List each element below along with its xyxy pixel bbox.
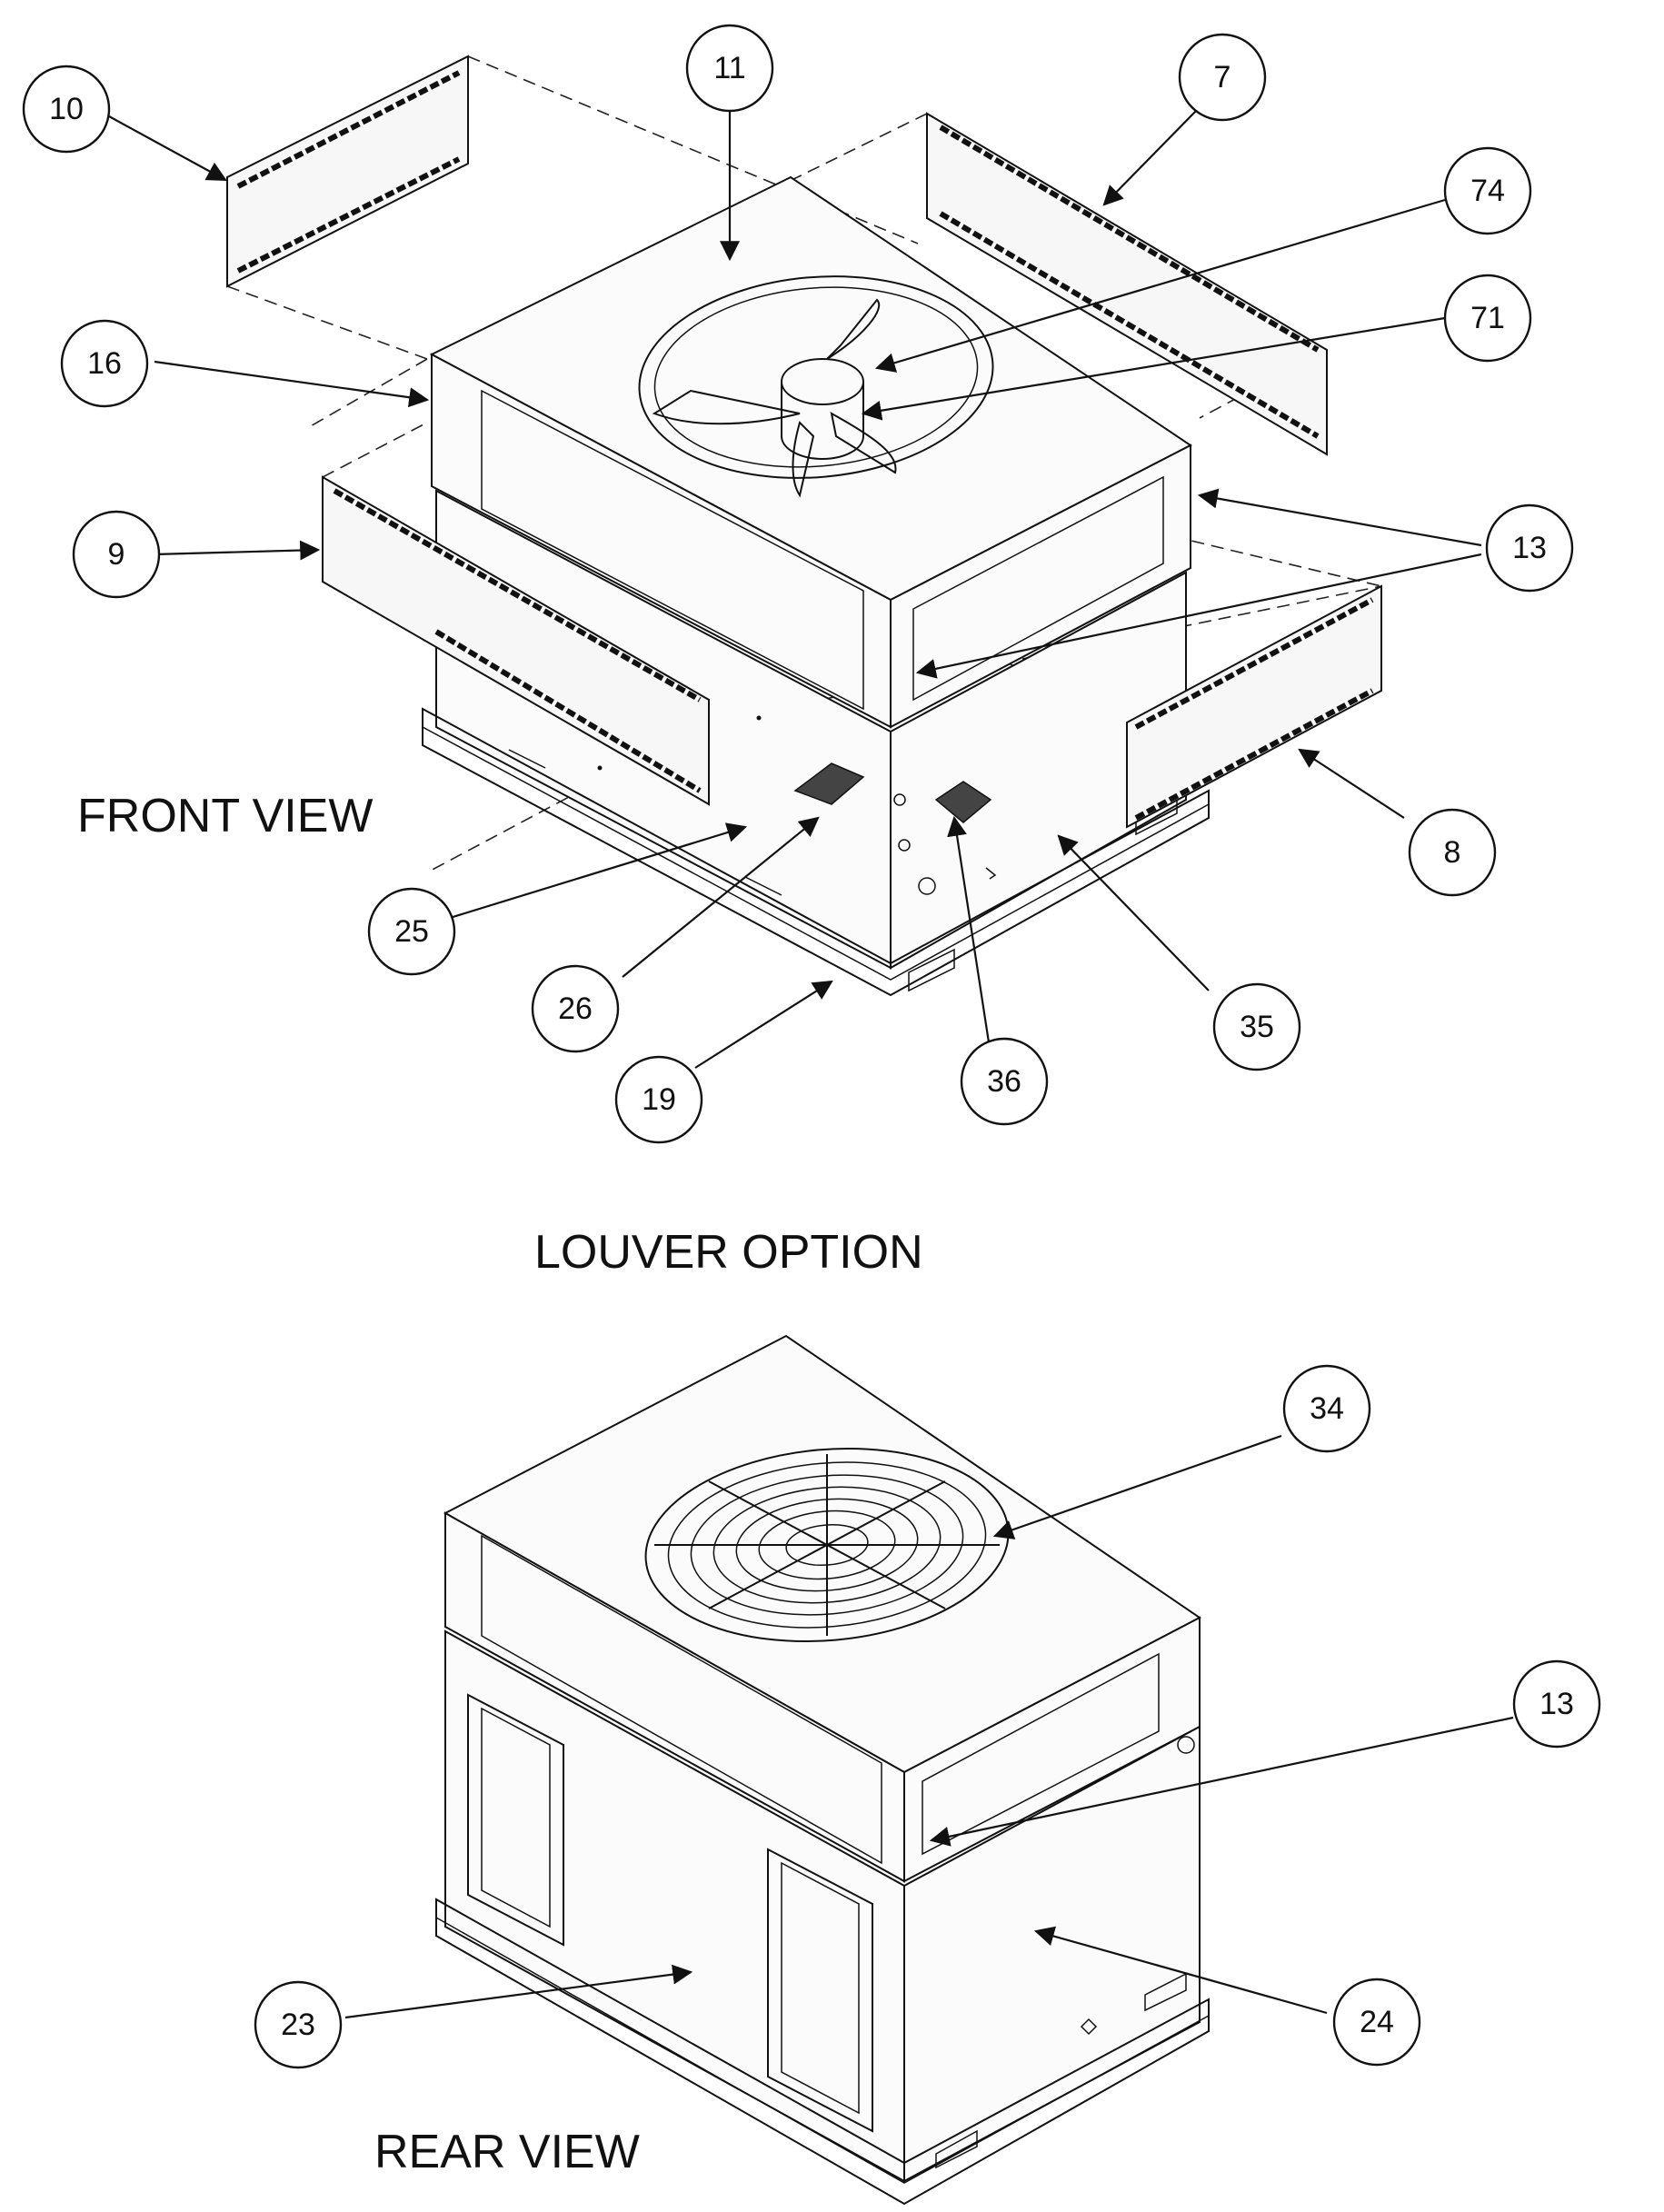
callout-16: 16: [60, 319, 149, 408]
callout-9: 9: [72, 510, 161, 599]
callout-36: 36: [960, 1037, 1049, 1126]
svg-text:11: 11: [713, 51, 745, 85]
svg-text:23: 23: [281, 2008, 315, 2042]
panel-10: [226, 55, 469, 288]
callout-7: 7: [1178, 33, 1267, 122]
panel-9: [322, 475, 710, 806]
svg-text:13: 13: [1539, 1687, 1574, 1721]
rear-view-label: REAR VIEW: [374, 2126, 640, 2178]
callout-71: 71: [1443, 274, 1532, 363]
louver-36: [934, 781, 992, 823]
fan-assembly: [638, 275, 994, 498]
louver-option-label: LOUVER OPTION: [534, 1226, 923, 1279]
callout-8: 8: [1408, 808, 1497, 897]
callout-24: 24: [1332, 1978, 1421, 2067]
svg-text:10: 10: [49, 92, 84, 126]
callout-13-rear: 13: [1512, 1659, 1601, 1749]
svg-text:26: 26: [558, 991, 593, 1026]
callout-10: 10: [22, 65, 111, 154]
callout-13-front: 13: [1485, 503, 1574, 593]
svg-text:24: 24: [1360, 2005, 1394, 2039]
svg-text:7: 7: [1214, 60, 1231, 95]
louver-26: [793, 762, 865, 805]
callout-34: 34: [1282, 1364, 1371, 1453]
rear-view-assembly: [435, 1334, 1210, 2206]
svg-text:74: 74: [1470, 174, 1505, 208]
svg-text:25: 25: [394, 914, 429, 949]
svg-text:19: 19: [642, 1082, 676, 1117]
svg-text:9: 9: [108, 537, 125, 572]
svg-text:13: 13: [1512, 531, 1547, 565]
callout-26: 26: [531, 964, 620, 1053]
callout-74: 74: [1443, 146, 1532, 235]
svg-text:71: 71: [1470, 301, 1505, 335]
panel-8: [1126, 584, 1382, 829]
callout-35: 35: [1212, 982, 1301, 1071]
svg-text:35: 35: [1240, 1010, 1274, 1044]
leader-lines: [108, 108, 1514, 2019]
svg-text:8: 8: [1444, 835, 1461, 870]
callout-19: 19: [614, 1055, 703, 1144]
panel-7: [926, 112, 1328, 456]
front-view-assembly: [226, 55, 1382, 997]
callout-25: 25: [367, 887, 456, 976]
svg-text:36: 36: [987, 1064, 1021, 1099]
callout-23: 23: [254, 1980, 343, 2069]
callout-11: 11: [685, 24, 774, 113]
front-view-label: FRONT VIEW: [77, 790, 373, 842]
svg-text:16: 16: [87, 346, 122, 381]
svg-text:34: 34: [1310, 1391, 1344, 1426]
